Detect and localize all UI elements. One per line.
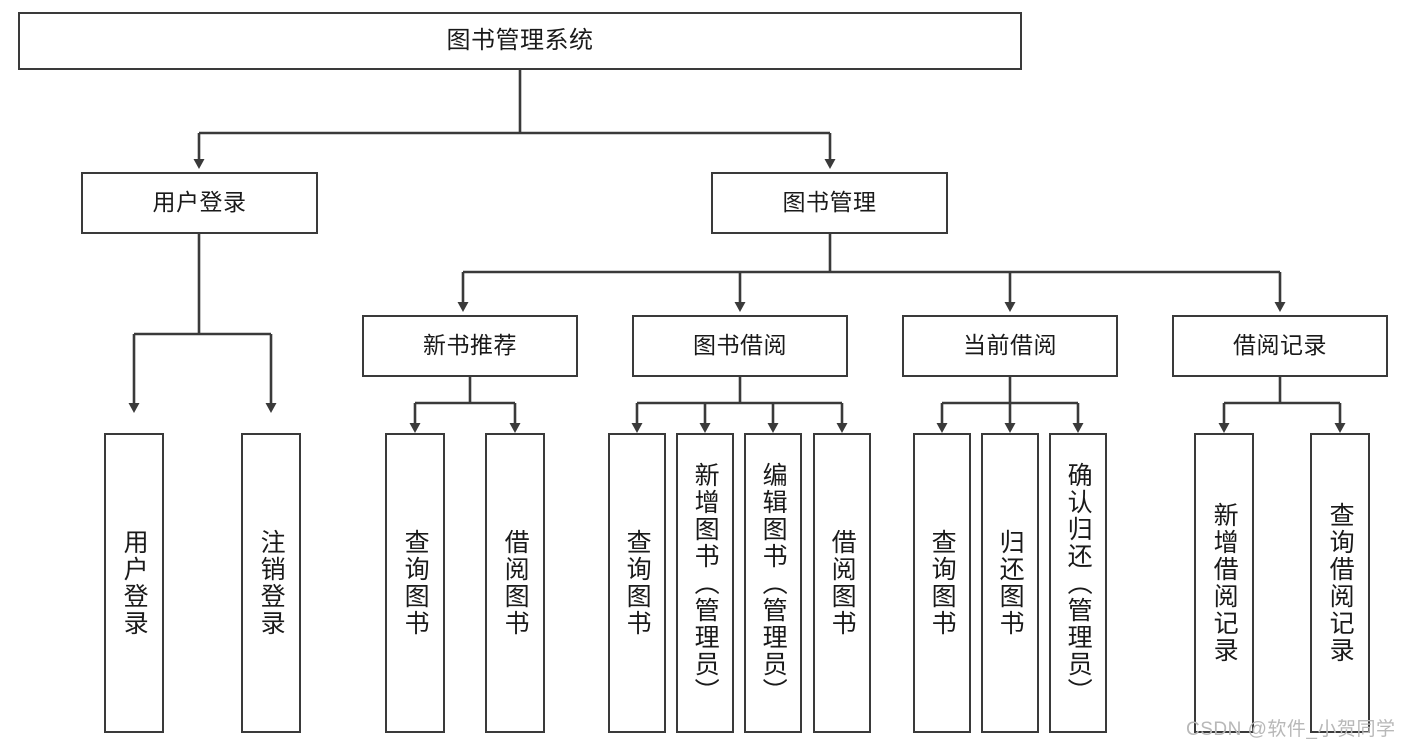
node-label: 归还图书 (996, 529, 1025, 637)
node-label: 查询图书 (623, 529, 652, 637)
node-label: 用户登录 (152, 189, 247, 216)
node-label: 用户登录 (120, 529, 149, 637)
node-label: 查询借阅记录 (1326, 502, 1355, 664)
node-book-borrow[interactable]: 图书借阅 (632, 315, 848, 377)
node-new-book-recommend[interactable]: 新书推荐 (362, 315, 578, 377)
leaf-borrow-borrow-book[interactable]: 借阅图书 (813, 433, 871, 733)
leaf-current-query-book[interactable]: 查询图书 (913, 433, 971, 733)
node-root-system[interactable]: 图书管理系统 (18, 12, 1022, 70)
leaf-user-login[interactable]: 用户登录 (104, 433, 164, 733)
node-label: 查询图书 (928, 529, 957, 637)
leaf-borrow-query-book[interactable]: 查询图书 (608, 433, 666, 733)
node-user-login[interactable]: 用户登录 (81, 172, 318, 234)
leaf-recommend-borrow-book[interactable]: 借阅图书 (485, 433, 545, 733)
node-label: 图书借阅 (693, 332, 787, 359)
node-label: 借阅记录 (1233, 332, 1327, 359)
leaf-borrow-add-book-admin[interactable]: 新增图书（管理员） (676, 433, 734, 733)
leaf-current-return-book[interactable]: 归还图书 (981, 433, 1039, 733)
leaf-record-query-record[interactable]: 查询借阅记录 (1310, 433, 1370, 733)
node-label: 注销登录 (257, 529, 286, 637)
node-label: 借阅图书 (501, 529, 530, 637)
csdn-watermark: CSDN @软件_小贺同学 (1186, 719, 1396, 740)
node-label: 查询图书 (401, 529, 430, 637)
node-book-management[interactable]: 图书管理 (711, 172, 948, 234)
node-label: 编辑图书（管理员） (759, 461, 788, 705)
node-label: 新增图书（管理员） (691, 461, 720, 705)
node-label: 图书管理 (782, 189, 877, 216)
node-label: 图书管理系统 (446, 26, 594, 54)
leaf-record-add-record[interactable]: 新增借阅记录 (1194, 433, 1254, 733)
leaf-current-confirm-return-admin[interactable]: 确认归还（管理员） (1049, 433, 1107, 733)
node-label: 新增借阅记录 (1210, 502, 1239, 664)
leaf-borrow-edit-book-admin[interactable]: 编辑图书（管理员） (744, 433, 802, 733)
leaf-user-logout[interactable]: 注销登录 (241, 433, 301, 733)
node-label: 新书推荐 (423, 332, 517, 359)
leaf-recommend-query-book[interactable]: 查询图书 (385, 433, 445, 733)
node-label: 当前借阅 (963, 332, 1057, 359)
node-current-borrow[interactable]: 当前借阅 (902, 315, 1118, 377)
node-label: 借阅图书 (828, 529, 857, 637)
node-label: 确认归还（管理员） (1064, 461, 1093, 705)
node-borrow-record[interactable]: 借阅记录 (1172, 315, 1388, 377)
